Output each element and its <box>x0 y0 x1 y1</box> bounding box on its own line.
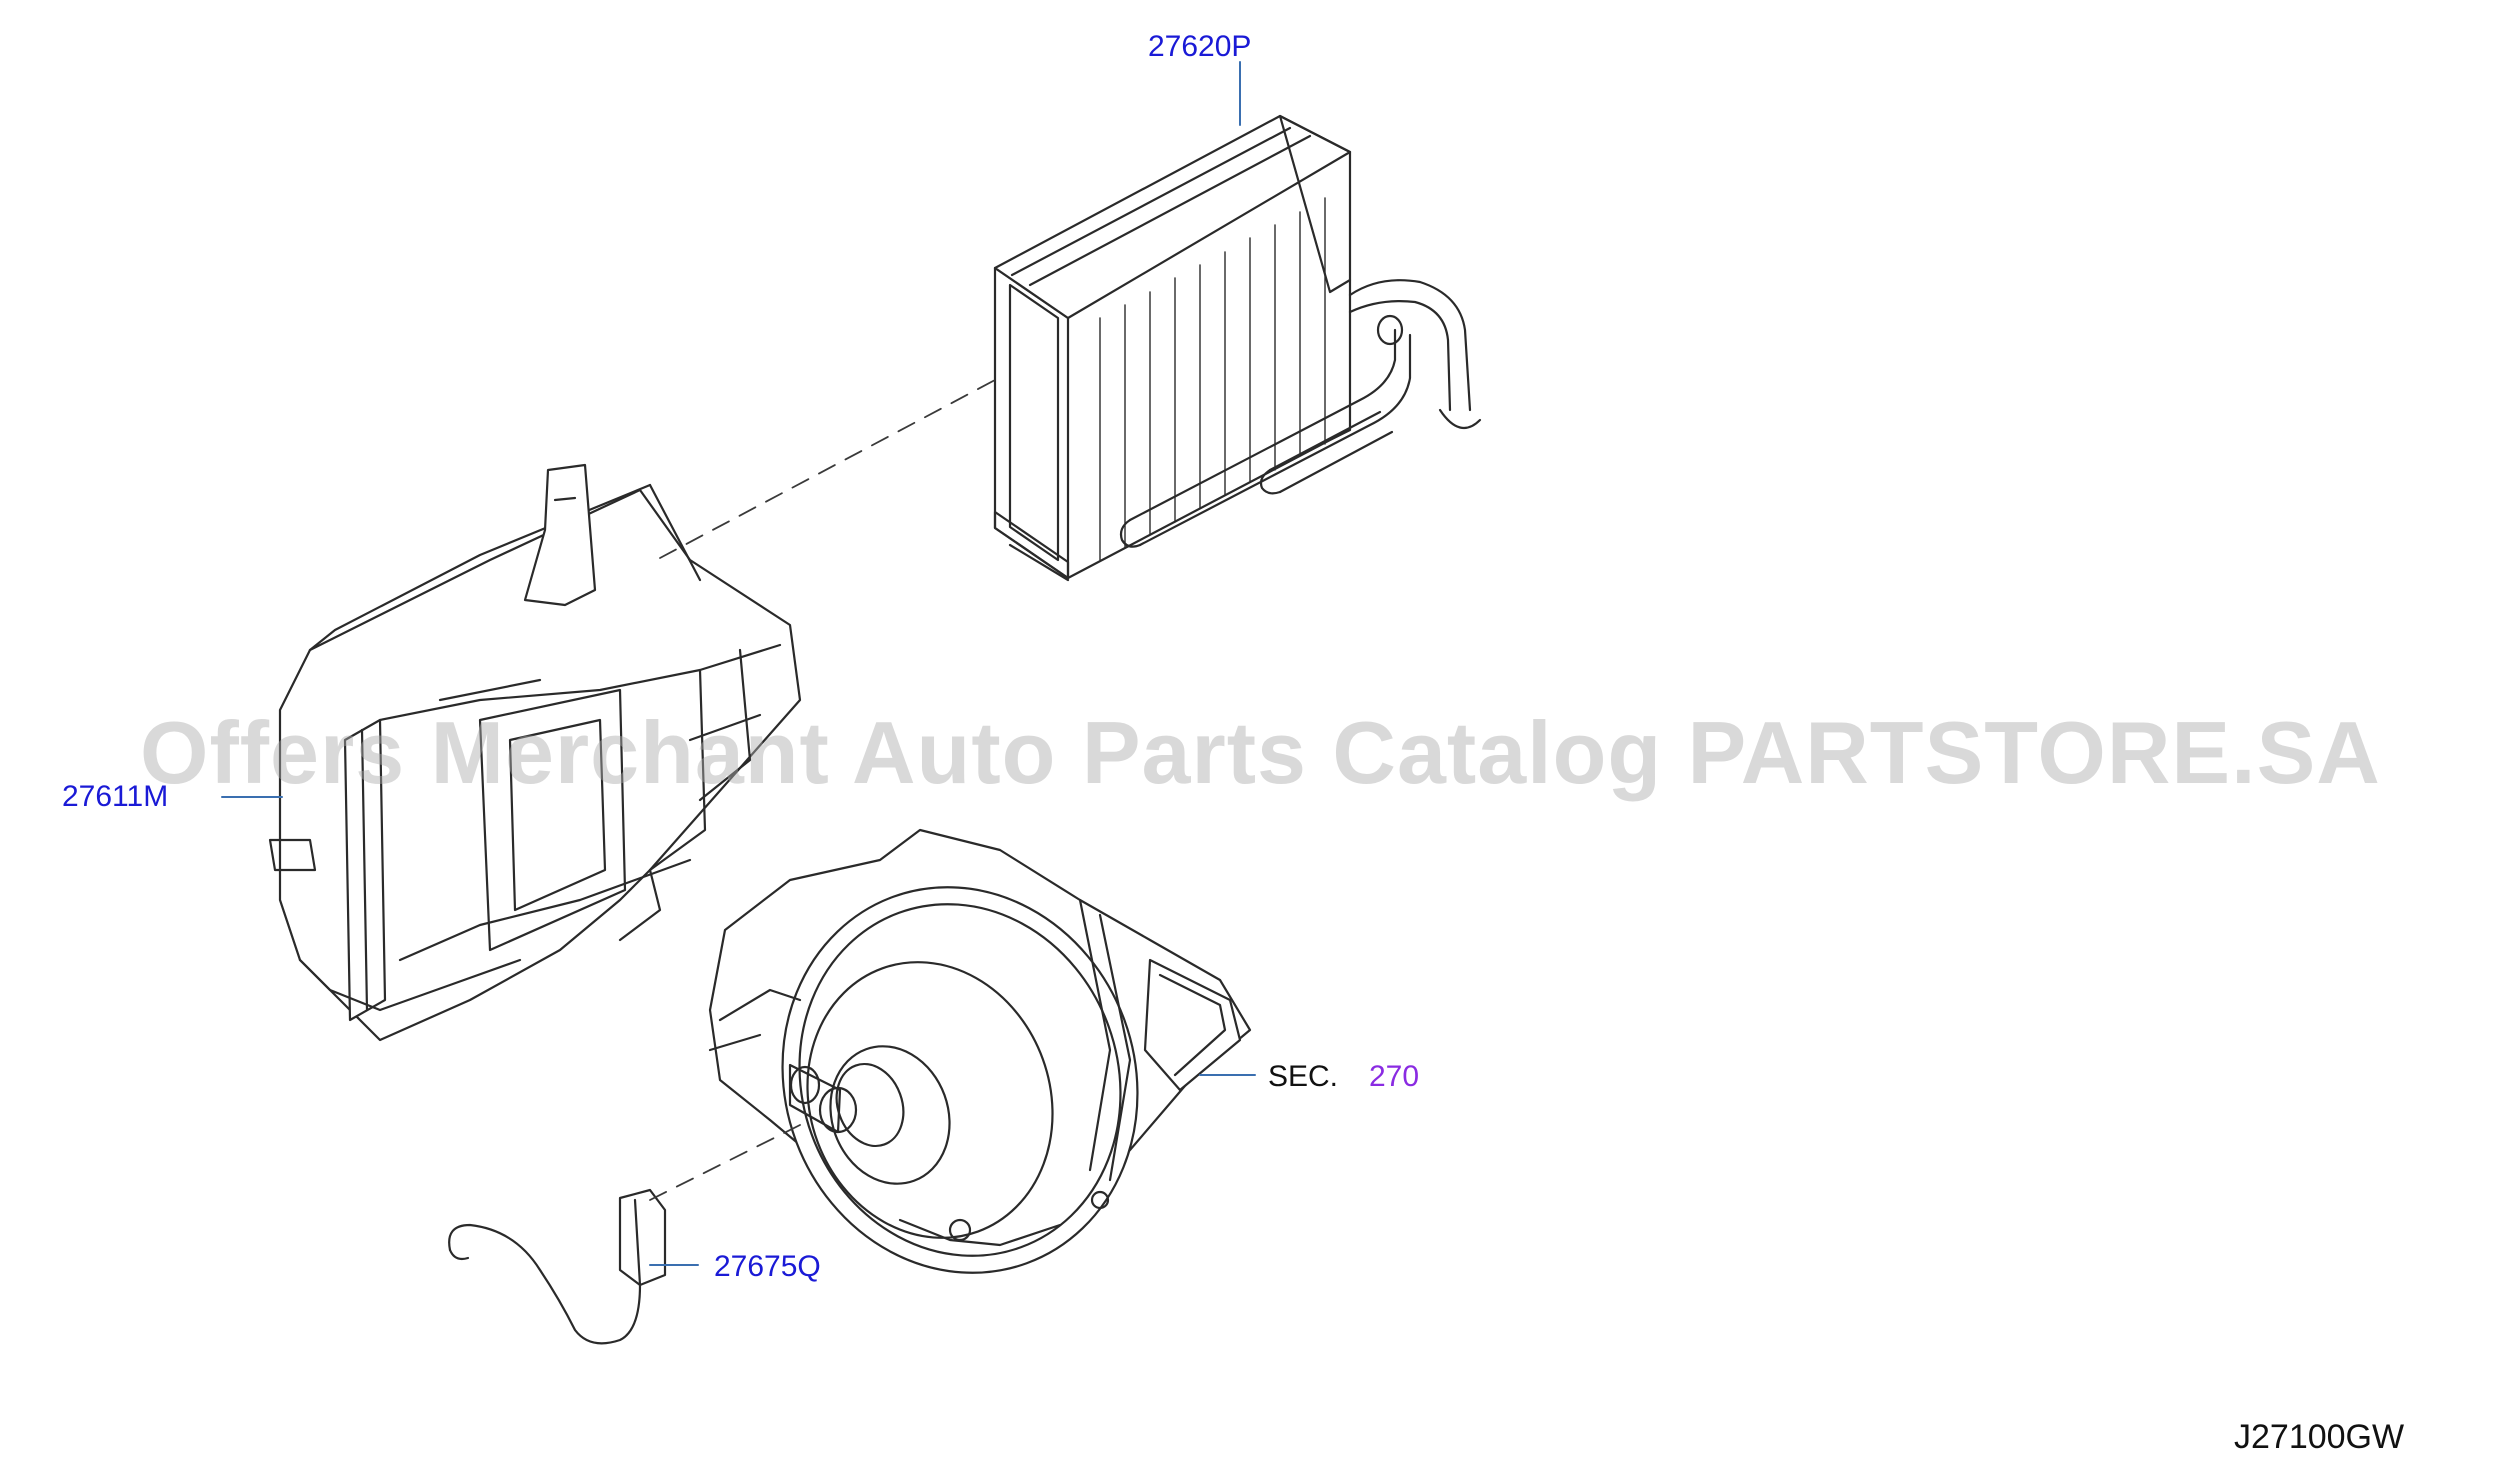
section-prefix: SEC. <box>1268 1060 1339 1093</box>
part-number-27611M-link[interactable]: 27611M <box>62 780 169 813</box>
assembly-dashed-lines <box>649 379 996 1201</box>
section-270-link[interactable]: 270 <box>1369 1060 1420 1093</box>
part-number-27675Q-link[interactable]: 27675Q <box>714 1250 821 1283</box>
heater-unit-drawing <box>268 463 802 1042</box>
leader-lines <box>221 61 1256 1266</box>
diagram-code: J27100GW <box>2234 1418 2405 1456</box>
blower-motor-drawing <box>708 828 1252 1274</box>
part-number-27620P-link[interactable]: 27620P <box>1148 30 1252 63</box>
watermark-text: Offers Merchant Auto Parts Catalog PARTS… <box>140 703 2381 802</box>
evaporator-core-drawing <box>993 114 1482 582</box>
sensor-drawing <box>448 1188 667 1345</box>
